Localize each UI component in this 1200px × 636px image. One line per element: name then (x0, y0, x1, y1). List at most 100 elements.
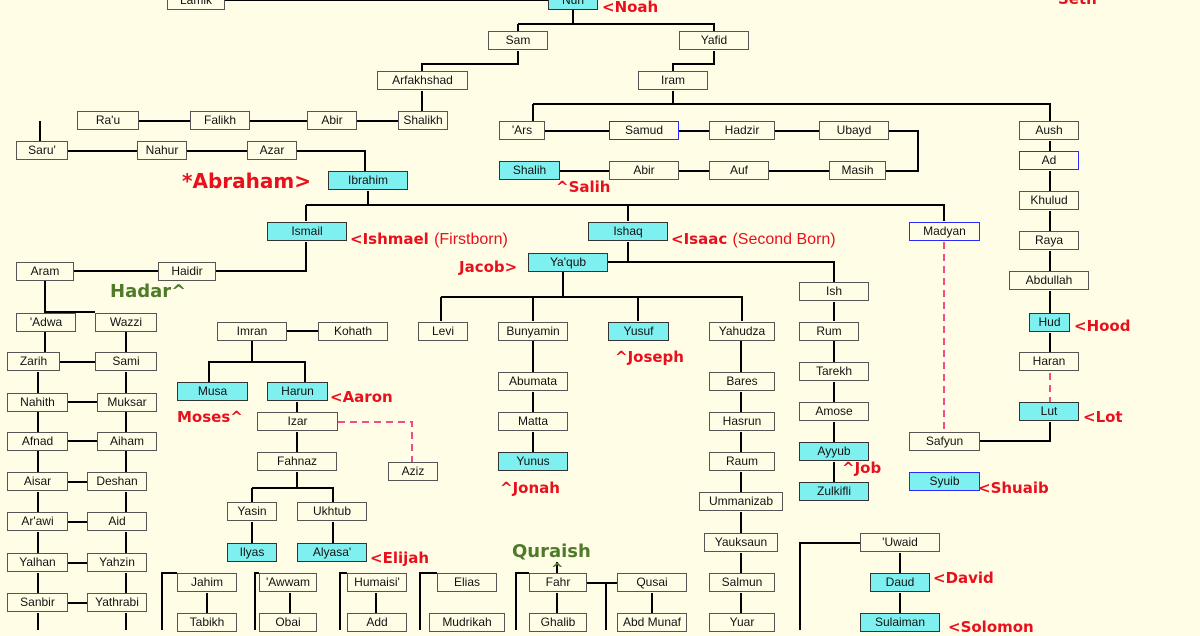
node-ibrahim: Ibrahim (328, 171, 408, 190)
node-tarekh: Tarekh (799, 362, 869, 381)
node-aush: Aush (1019, 121, 1079, 140)
node-ghalib: Ghalib (529, 613, 587, 632)
node-azar: Azar (247, 141, 297, 160)
node-humaisi: Humaisi' (347, 573, 407, 592)
label-ishmael-note: (Firstborn) (434, 231, 508, 248)
node-fahnaz: Fahnaz (257, 452, 337, 471)
node-safyun: Safyun (909, 432, 980, 451)
node-bunyamin: Bunyamin (498, 322, 568, 341)
node-ismail: Ismail (267, 222, 347, 241)
node-ummanizab: Ummanizab (699, 492, 783, 511)
node-nahur: Nahur (137, 141, 187, 160)
node-abdullah: Abdullah (1009, 271, 1089, 290)
node-yauksaun: Yauksaun (704, 533, 778, 552)
label-ishmael: <Ishmael (Firstborn) (350, 230, 508, 249)
node-madyan: Madyan (909, 222, 980, 241)
node-raya: Raya (1019, 231, 1079, 250)
node-ayyub: Ayyub (799, 442, 869, 461)
node-qusai: Qusai (617, 573, 687, 592)
node-bares: Bares (709, 372, 775, 391)
node-ilyas: Ilyas (227, 543, 277, 562)
node-adwa: 'Adwa (16, 313, 76, 332)
label-salih: ^Salih (556, 178, 611, 196)
node-yalhan: Yalhan (7, 553, 68, 572)
node-rum: Rum (799, 322, 859, 341)
node-zarih: Zarih (7, 352, 60, 371)
node-falikh: Falikh (190, 111, 250, 130)
node-lut: Lut (1019, 402, 1079, 421)
label-aaron: <Aaron (330, 388, 393, 406)
label-solomon: <Solomon (948, 618, 1034, 636)
node-abir-2: Abir (609, 161, 679, 180)
label-hood: <Hood (1074, 317, 1131, 335)
label-isaac-note: (Second Born) (732, 231, 836, 248)
node-awwam: 'Awwam (259, 573, 317, 592)
label-moses: Moses^ (177, 408, 243, 426)
node-yaqub: Ya'qub (528, 253, 608, 272)
label-jacob: Jacob> (459, 258, 518, 276)
label-jonah: ^Jonah (500, 479, 560, 497)
node-elias: Elias (437, 573, 497, 592)
node-yasin: Yasin (227, 502, 277, 521)
label-hadar: Hadar^ (110, 281, 187, 302)
label-abraham: *Abraham> (182, 169, 311, 193)
node-sulaiman: Sulaiman (860, 613, 940, 632)
node-alyasa: Alyasa' (297, 543, 367, 562)
node-haidir: Haidir (158, 262, 216, 281)
node-hasrun: Hasrun (709, 412, 775, 431)
node-yuar: Yuar (709, 613, 775, 632)
node-iram: Iram (638, 71, 708, 90)
node-nahith: Nahith (7, 393, 68, 412)
node-aram: Aram (16, 262, 74, 281)
node-masih: Masih (829, 161, 886, 180)
label-joseph: ^Joseph (615, 348, 684, 366)
node-sanbir: Sanbir (7, 593, 68, 612)
label-elijah: <Elijah (370, 549, 430, 567)
node-shalih: Shalih (499, 161, 560, 180)
node-aid: Aid (87, 512, 147, 531)
node-khulud: Khulud (1019, 191, 1079, 210)
node-zulkifli: Zulkifli (799, 482, 869, 501)
node-abd-munaf: Abd Munaf (617, 613, 687, 632)
node-sam: Sam (488, 31, 548, 50)
node-hud: Hud (1029, 313, 1070, 332)
node-obai: Obai (259, 613, 317, 632)
node-ukhtub: Ukhtub (297, 502, 367, 521)
node-shalikh: Shalikh (398, 111, 448, 130)
label-lot: <Lot (1083, 408, 1123, 426)
node-raum: Raum (709, 452, 775, 471)
label-ishmael-name: <Ishmael (350, 230, 429, 248)
node-ubayd: Ubayd (819, 121, 889, 140)
node-muksar: Muksar (97, 393, 157, 412)
label-david: <David (933, 569, 994, 587)
node-yahzin: Yahzin (87, 553, 147, 572)
node-ishaq: Ishaq (588, 222, 668, 241)
node-ish: Ish (799, 282, 869, 301)
node-wazzi: Wazzi (95, 313, 157, 332)
node-aisar: Aisar (7, 472, 68, 491)
label-quraish-caret: ^ (551, 560, 564, 578)
node-ars: 'Ars (499, 121, 545, 140)
node-yafid: Yafid (679, 31, 749, 50)
node-sami: Sami (95, 352, 157, 371)
node-samud: Samud (609, 121, 679, 140)
label-job: ^Job (842, 459, 882, 477)
node-daud: Daud (870, 573, 930, 592)
node-afnad: Afnad (7, 432, 68, 451)
node-tabikh: Tabikh (177, 613, 237, 632)
node-yathrabi: Yathrabi (87, 593, 147, 612)
label-isaac-name: <Isaac (671, 230, 728, 248)
node-aziz: Aziz (388, 462, 438, 481)
node-matta: Matta (498, 412, 568, 431)
node-uwaid: 'Uwaid (860, 533, 940, 552)
node-haran: Haran (1019, 352, 1079, 371)
node-syuib: Syuib (909, 472, 980, 491)
node-ad: Ad (1019, 151, 1079, 170)
node-imran: Imran (217, 322, 287, 341)
node-salmun: Salmun (709, 573, 775, 592)
node-abir-1: Abir (307, 111, 357, 130)
node-abumata: Abumata (498, 372, 568, 391)
node-harun: Harun (267, 382, 328, 401)
node-amose: Amose (799, 402, 869, 421)
node-arfakhshad: Arfakhshad (377, 71, 468, 90)
